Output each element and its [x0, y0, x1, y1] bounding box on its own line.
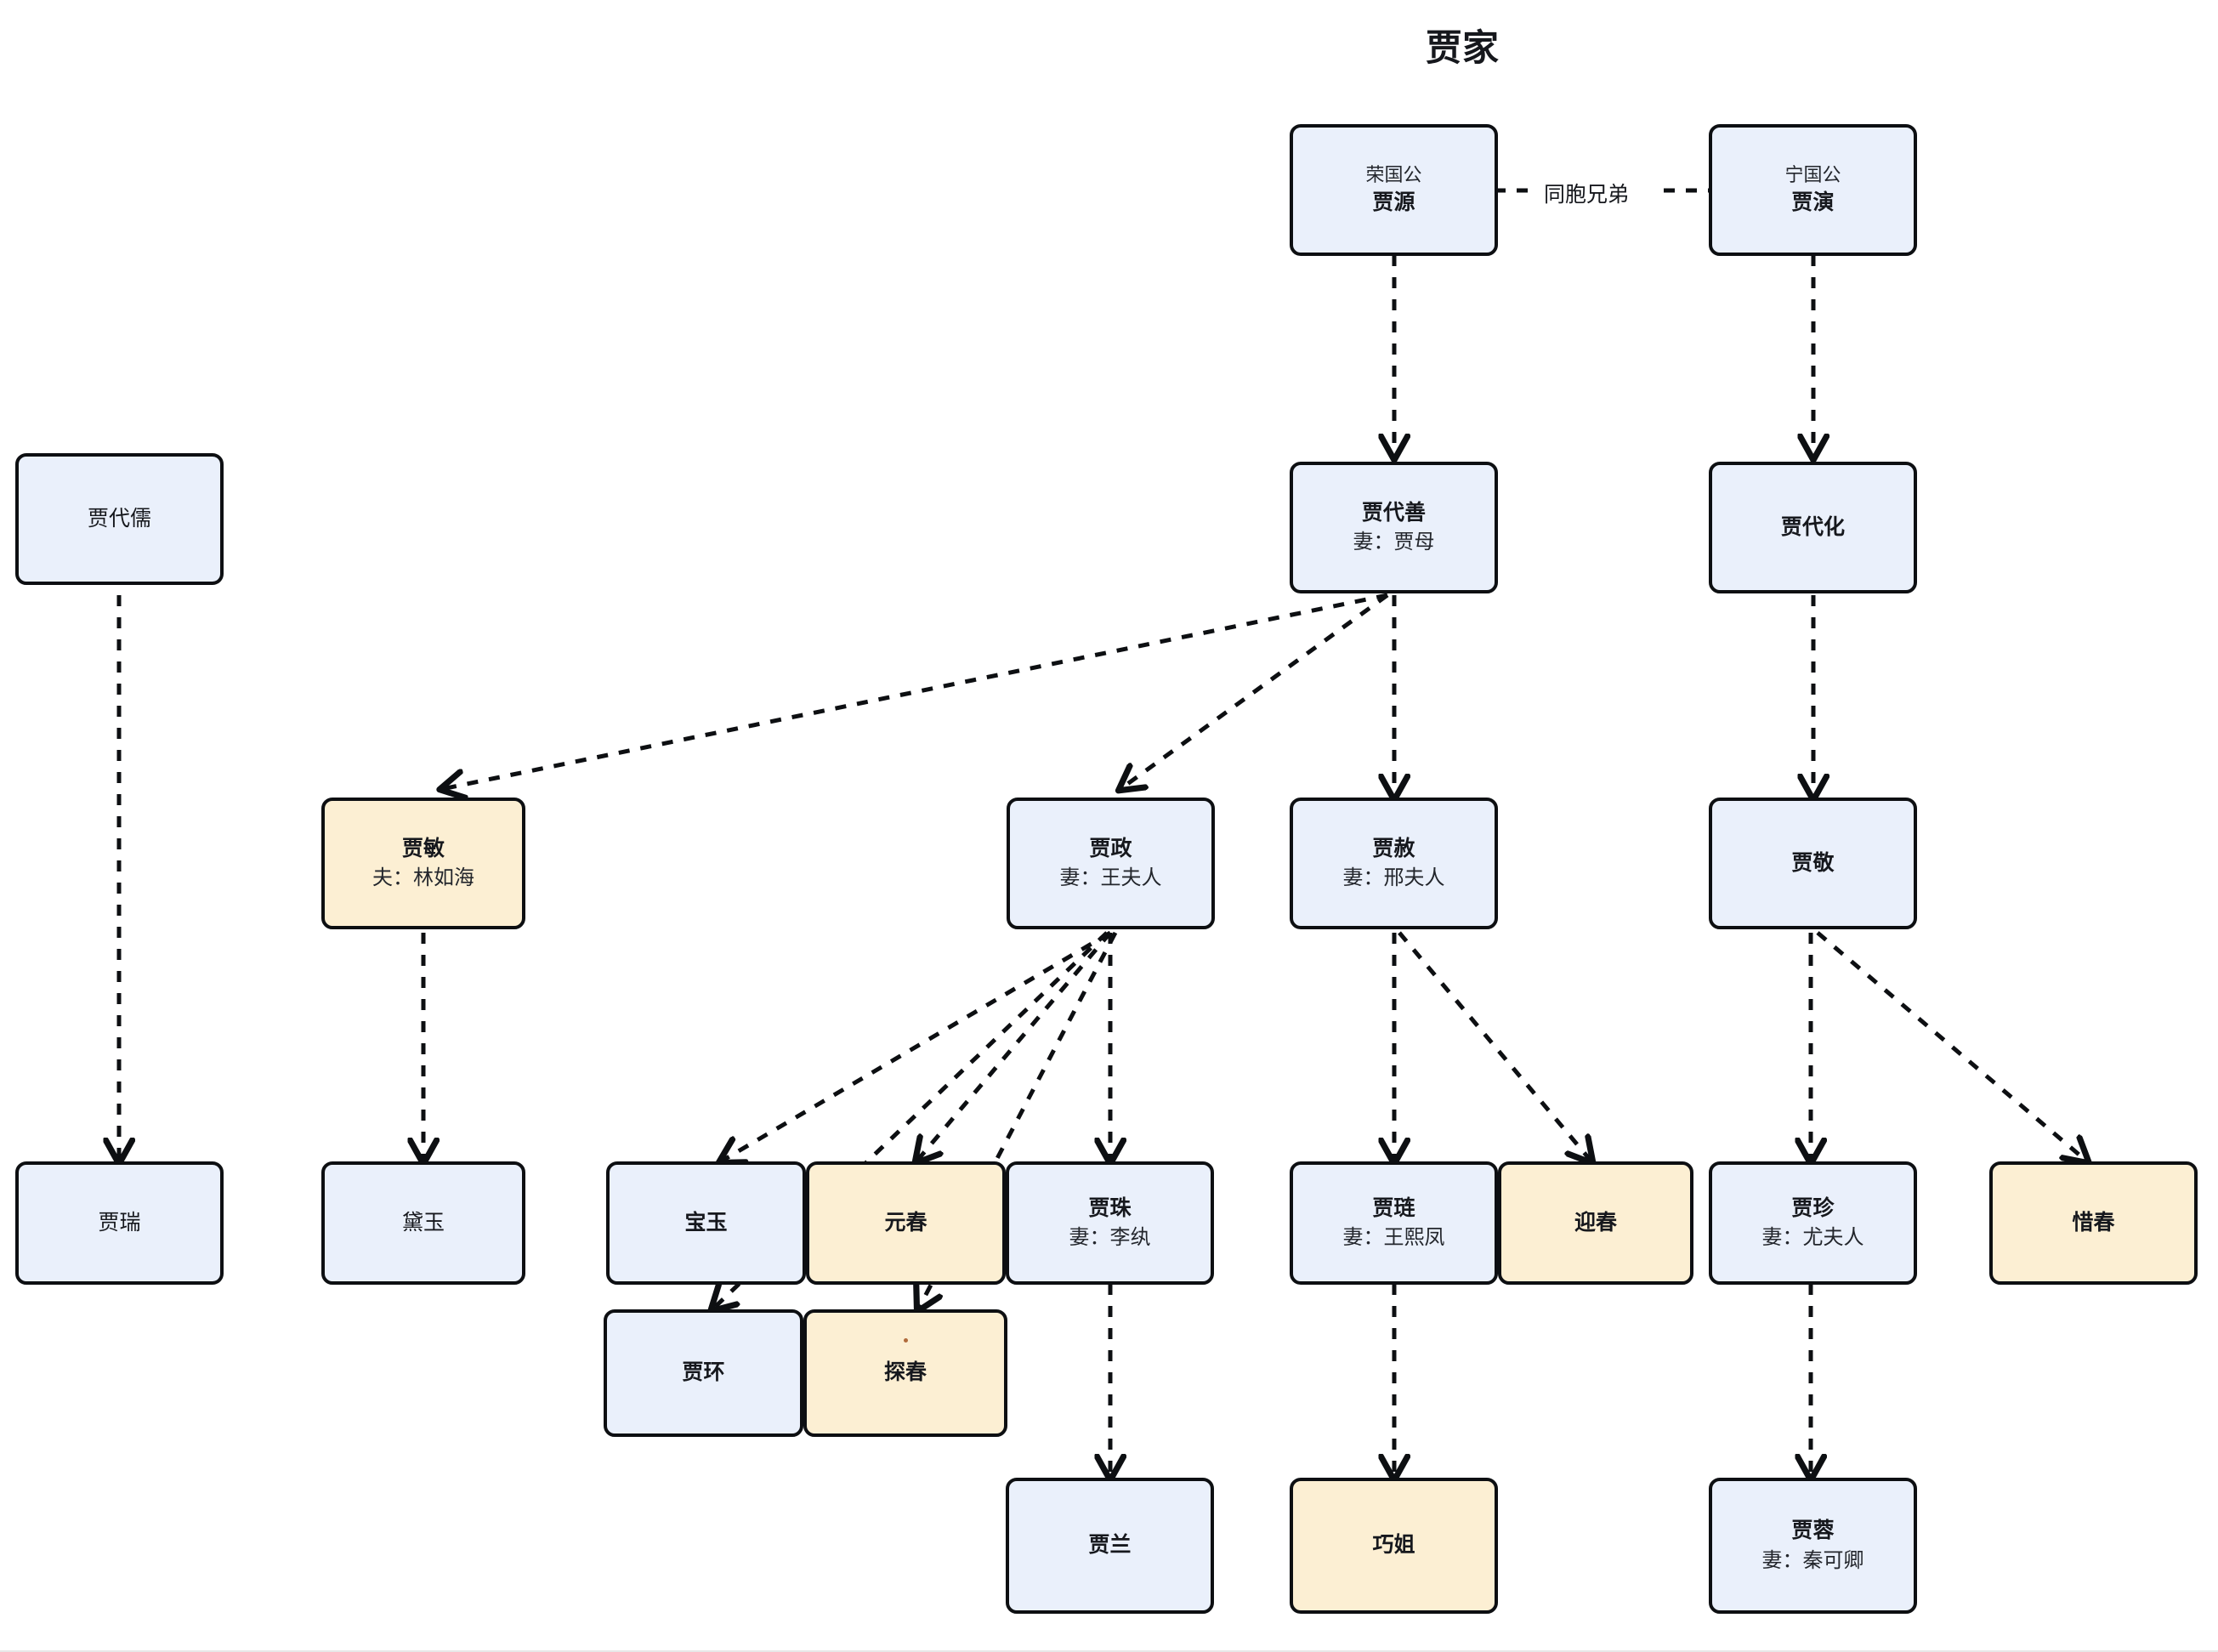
node-jiadaihua[interactable]: 贾代化 [1709, 462, 1917, 593]
node-name: 贾蓉 [1791, 1519, 1835, 1543]
node-name: 贾代儒 [87, 506, 151, 531]
node-name: 巧姐 [1372, 1533, 1415, 1558]
node-rank: 宁国公 [1784, 164, 1841, 186]
node-name: 迎春 [1574, 1210, 1617, 1235]
node-spouse: 妻：李纨 [1069, 1226, 1151, 1250]
node-name: 贾兰 [1088, 1533, 1132, 1558]
marker-dot [904, 1338, 908, 1343]
node-baoyu[interactable]: 宝玉 [606, 1161, 806, 1285]
node-jiazheng[interactable]: 贾政 妻：王夫人 [1007, 798, 1215, 929]
node-spouse: 夫：林如海 [372, 866, 474, 890]
edge-label-siblings: 同胞兄弟 [1537, 176, 1637, 210]
node-name: 探春 [883, 1360, 927, 1385]
node-yuanchun[interactable]: 元春 [806, 1161, 1006, 1285]
node-xichun[interactable]: 惜春 [1989, 1161, 2198, 1285]
node-name: 贾瑞 [98, 1210, 141, 1235]
node-jiajing[interactable]: 贾敬 [1709, 798, 1917, 929]
node-name: 宝玉 [684, 1210, 728, 1235]
node-name: 贾敏 [401, 836, 445, 860]
node-tanchun[interactable]: 探春 [803, 1309, 1007, 1437]
node-jiamin[interactable]: 贾敏 夫：林如海 [321, 798, 525, 929]
node-jiazhu[interactable]: 贾珠 妻：李纨 [1006, 1161, 1214, 1285]
node-spouse: 妻：贾母 [1353, 531, 1435, 554]
node-jialan[interactable]: 贾兰 [1006, 1478, 1214, 1614]
node-jiadairu[interactable]: 贾代儒 [15, 453, 224, 585]
node-name: 黛玉 [401, 1210, 445, 1235]
node-jiayan[interactable]: 宁国公 贾演 [1709, 124, 1917, 256]
node-name: 贾珍 [1791, 1195, 1835, 1220]
node-spouse: 妻：尤夫人 [1761, 1226, 1864, 1250]
node-jiayuan[interactable]: 荣国公 贾源 [1290, 124, 1498, 256]
node-jiarui[interactable]: 贾瑞 [15, 1161, 224, 1285]
node-qiaojie[interactable]: 巧姐 [1290, 1478, 1498, 1614]
node-name: 贾赦 [1372, 836, 1415, 860]
node-jiarong[interactable]: 贾蓉 妻：秦可卿 [1709, 1478, 1917, 1614]
node-name: 贾演 [1791, 190, 1835, 215]
node-name: 贾代化 [1780, 514, 1845, 539]
node-name: 贾代善 [1361, 500, 1426, 525]
bottom-divider [0, 1650, 2218, 1652]
node-name: 贾敬 [1791, 850, 1835, 875]
node-name: 惜春 [2072, 1210, 2115, 1235]
node-spouse: 妻：王熙凤 [1342, 1226, 1445, 1250]
node-jiahuan[interactable]: 贾环 [604, 1309, 803, 1437]
node-name: 贾政 [1089, 836, 1132, 860]
node-jiazhen[interactable]: 贾珍 妻：尤夫人 [1709, 1161, 1917, 1285]
node-name: 贾环 [682, 1360, 725, 1385]
node-name: 贾源 [1372, 190, 1415, 215]
node-name: 贾琏 [1372, 1195, 1415, 1220]
node-jiashe[interactable]: 贾赦 妻：邢夫人 [1290, 798, 1498, 929]
node-spouse: 妻：秦可卿 [1761, 1548, 1864, 1572]
node-jiadaishan[interactable]: 贾代善 妻：贾母 [1290, 462, 1498, 593]
node-daiyu[interactable]: 黛玉 [321, 1161, 525, 1285]
node-spouse: 妻：王夫人 [1059, 866, 1162, 890]
node-name: 贾珠 [1088, 1195, 1132, 1220]
node-name: 元春 [884, 1210, 927, 1235]
page-title: 贾家 [1426, 28, 1499, 69]
node-spouse: 妻：邢夫人 [1342, 866, 1445, 890]
node-jialian[interactable]: 贾琏 妻：王熙凤 [1290, 1161, 1498, 1285]
node-rank: 荣国公 [1365, 164, 1422, 186]
node-yingchun[interactable]: 迎春 [1498, 1161, 1693, 1285]
